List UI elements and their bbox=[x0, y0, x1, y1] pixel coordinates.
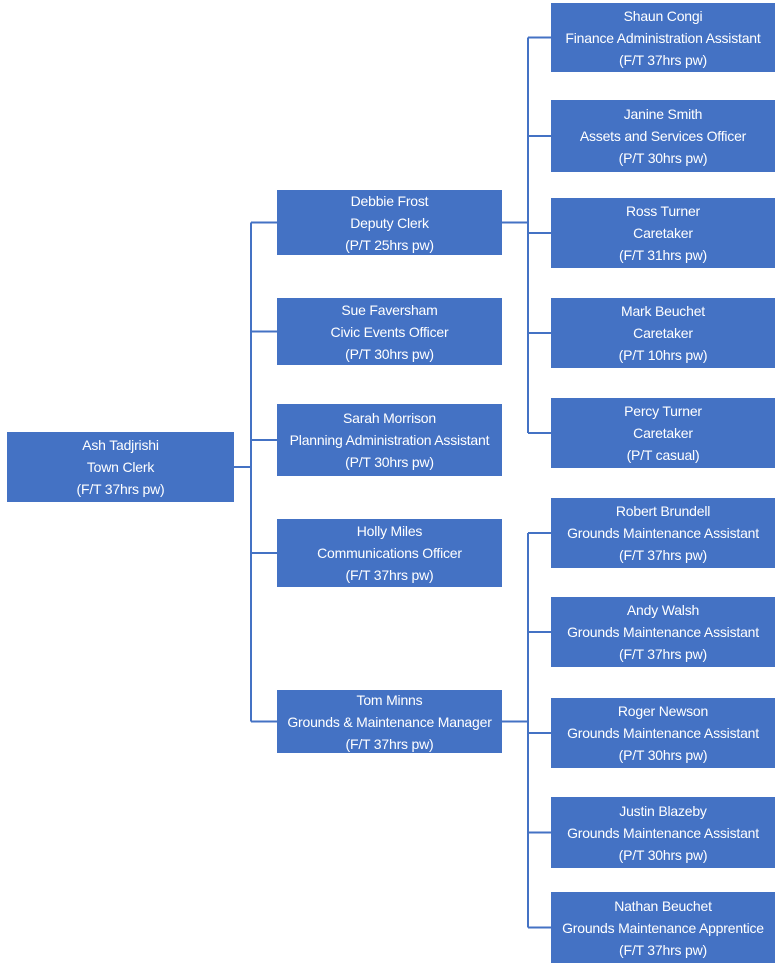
person-hours: (F/T 31hrs pw) bbox=[619, 247, 707, 263]
person-hours: (F/T 37hrs pw) bbox=[76, 481, 165, 497]
person-role: Grounds Maintenance Assistant bbox=[567, 525, 759, 541]
person-role: Assets and Services Officer bbox=[579, 128, 747, 144]
person-name: Holly Miles bbox=[356, 523, 423, 539]
person-role: Grounds Maintenance Apprentice bbox=[562, 919, 764, 936]
person-name: Justin Blazeby bbox=[619, 802, 707, 819]
org-node-justin: Justin Blazeby Grounds Maintenance Assis… bbox=[551, 797, 775, 868]
person-name: Percy Turner bbox=[624, 403, 702, 419]
person-role: Grounds Maintenance Assistant bbox=[567, 725, 759, 741]
person-hours: (P/T casual) bbox=[626, 447, 700, 463]
org-node-robert: Robert Brundell Grounds Maintenance Assi… bbox=[551, 498, 775, 568]
person-role: Civic Events Officer bbox=[330, 323, 449, 340]
person-hours: (P/T 30hrs pw) bbox=[618, 747, 708, 763]
person-name: Janine Smith bbox=[623, 106, 703, 122]
org-node-tom: Tom Minns Grounds & Maintenance Manager … bbox=[277, 690, 502, 753]
org-node-janine: Janine Smith Assets and Services Officer… bbox=[551, 100, 775, 172]
person-name: Shaun Congi bbox=[623, 7, 703, 24]
org-node-percy: Percy Turner Caretaker (P/T casual) bbox=[551, 398, 775, 468]
org-node-mark: Mark Beuchet Caretaker (P/T 10hrs pw) bbox=[551, 298, 775, 368]
org-node-andy: Andy Walsh Grounds Maintenance Assistant… bbox=[551, 597, 775, 667]
person-hours: (P/T 30hrs pw) bbox=[345, 454, 434, 470]
person-hours: (P/T 30hrs pw) bbox=[618, 846, 708, 863]
person-role: Grounds & Maintenance Manager bbox=[287, 713, 492, 730]
org-node-shaun: Shaun Congi Finance Administration Assis… bbox=[551, 3, 775, 72]
person-hours: (F/T 37hrs pw) bbox=[619, 941, 707, 958]
person-name: Andy Walsh bbox=[626, 602, 700, 618]
person-hours: (F/T 37hrs pw) bbox=[345, 735, 434, 752]
person-hours: (F/T 37hrs pw) bbox=[619, 51, 707, 68]
person-name: Mark Beuchet bbox=[621, 303, 705, 319]
person-name: Ross Turner bbox=[625, 203, 701, 219]
person-name: Tom Minns bbox=[356, 691, 423, 708]
person-role: Planning Administration Assistant bbox=[289, 432, 490, 448]
org-node-ross: Ross Turner Caretaker (F/T 31hrs pw) bbox=[551, 198, 775, 268]
person-name: Nathan Beuchet bbox=[614, 897, 712, 914]
person-name: Debbie Frost bbox=[350, 192, 429, 209]
org-node-sarah: Sarah Morrison Planning Administration A… bbox=[277, 404, 502, 476]
person-role: Finance Administration Assistant bbox=[565, 29, 761, 46]
person-hours: (P/T 30hrs pw) bbox=[345, 345, 434, 362]
person-hours: (F/T 37hrs pw) bbox=[345, 567, 434, 583]
person-role: Deputy Clerk bbox=[350, 214, 429, 231]
person-name: Ash Tadjrishi bbox=[82, 437, 159, 453]
person-name: Robert Brundell bbox=[615, 503, 711, 519]
person-hours: (P/T 30hrs pw) bbox=[618, 150, 708, 166]
person-role: Caretaker bbox=[633, 325, 693, 341]
person-role: Grounds Maintenance Assistant bbox=[567, 824, 759, 841]
org-node-ash: Ash Tadjrishi Town Clerk (F/T 37hrs pw) bbox=[7, 432, 234, 502]
person-role: Caretaker bbox=[633, 225, 693, 241]
person-role: Communications Officer bbox=[317, 545, 462, 561]
org-node-roger: Roger Newson Grounds Maintenance Assista… bbox=[551, 698, 775, 768]
person-role: Town Clerk bbox=[86, 459, 155, 475]
person-hours: (F/T 37hrs pw) bbox=[619, 547, 707, 563]
person-hours: (P/T 10hrs pw) bbox=[618, 347, 708, 363]
org-node-debbie: Debbie Frost Deputy Clerk (P/T 25hrs pw) bbox=[277, 190, 502, 255]
person-name: Sue Faversham bbox=[341, 301, 438, 318]
person-name: Roger Newson bbox=[617, 703, 709, 719]
org-node-holly: Holly Miles Communications Officer (F/T … bbox=[277, 519, 502, 587]
person-hours: (P/T 25hrs pw) bbox=[345, 236, 434, 253]
person-name: Sarah Morrison bbox=[343, 410, 436, 426]
person-hours: (F/T 37hrs pw) bbox=[619, 646, 707, 662]
org-node-sue: Sue Faversham Civic Events Officer (P/T … bbox=[277, 298, 502, 365]
org-node-nathan: Nathan Beuchet Grounds Maintenance Appre… bbox=[551, 892, 775, 963]
person-role: Grounds Maintenance Assistant bbox=[567, 624, 759, 640]
person-role: Caretaker bbox=[633, 425, 693, 441]
